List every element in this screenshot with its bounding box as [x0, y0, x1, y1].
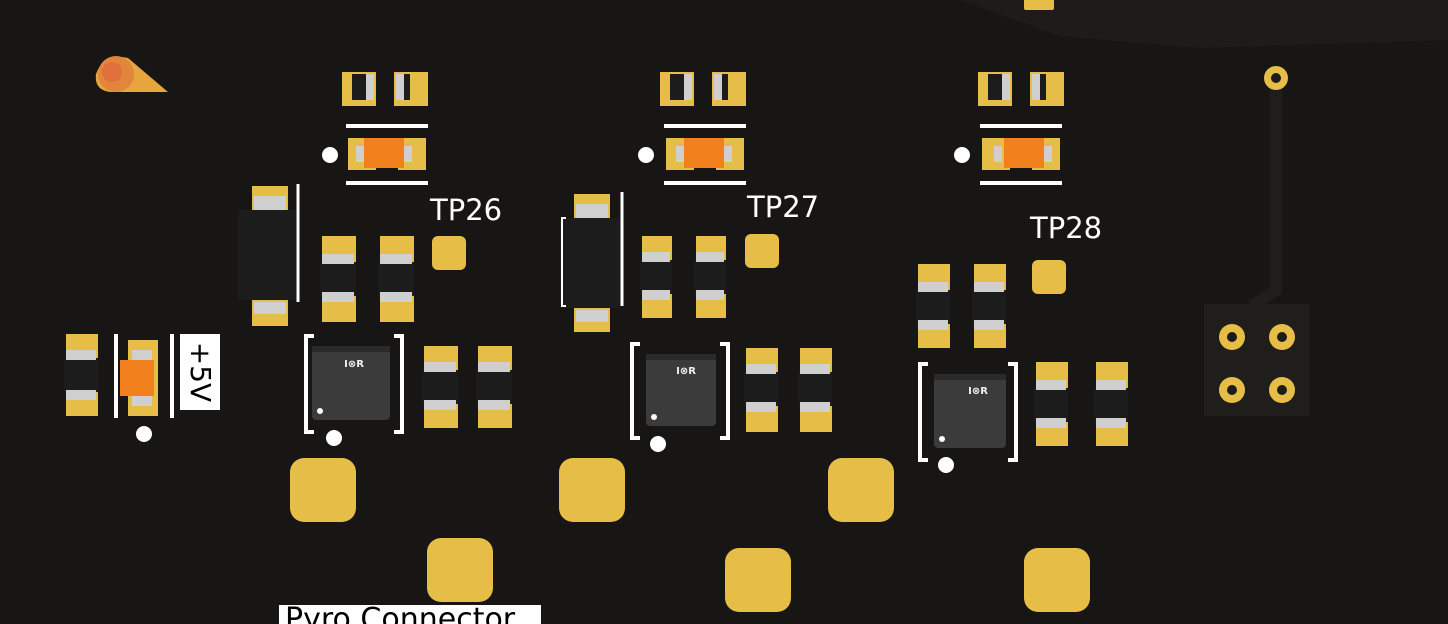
pin1-dot [638, 147, 654, 163]
pin1-dot [954, 147, 970, 163]
right-header-section [1204, 66, 1310, 416]
resistor-pair [422, 346, 512, 428]
smd-pad-pair [660, 72, 746, 106]
supply-voltage-text: +5V [184, 341, 217, 403]
supply-voltage-label: +5V [180, 334, 220, 410]
diode-package [238, 184, 300, 326]
edge-pad [1024, 0, 1054, 10]
resistor-pair [640, 236, 726, 318]
pin1-dot [650, 436, 666, 452]
power-led-section [64, 334, 174, 442]
test-point-label-tp26: TP26 [430, 193, 503, 227]
test-point-pad [1032, 260, 1066, 294]
pyro-connector-label: Pyro Connector [279, 605, 541, 624]
pin1-dot [938, 457, 954, 473]
smd-pad-pair [978, 72, 1064, 106]
ic-logo: I⊗R [676, 366, 696, 377]
pyro-connector-pads [290, 458, 1090, 612]
test-point-pad [432, 236, 466, 270]
led [348, 138, 426, 170]
mosfet-ic: I⊗R [630, 342, 730, 440]
pin1-dot [326, 430, 342, 446]
ic-logo: I⊗R [968, 386, 988, 397]
led [982, 138, 1060, 170]
mosfet-ic: I⊗R [304, 334, 404, 434]
ic-logo: I⊗R [344, 359, 364, 370]
resistor-pair [320, 236, 414, 322]
test-point-label-tp28: TP28 [1030, 211, 1103, 245]
smd-pad-pair [342, 72, 428, 106]
pin1-dot [322, 147, 338, 163]
copper-pour-area [960, 0, 1448, 48]
resistor-pair [1034, 362, 1128, 446]
test-point-label-tp27: TP27 [747, 190, 820, 224]
channel-2: I⊗R [560, 72, 832, 452]
diode-package [560, 192, 624, 332]
resistor-pair [744, 348, 832, 432]
test-point-pad [745, 234, 779, 268]
fiducial-marker [95, 56, 168, 92]
led [666, 138, 744, 170]
channel-1: I⊗R [238, 72, 512, 446]
mosfet-ic: I⊗R [918, 362, 1018, 462]
resistor-pair [916, 264, 1006, 348]
channel-3: I⊗R [916, 72, 1128, 473]
